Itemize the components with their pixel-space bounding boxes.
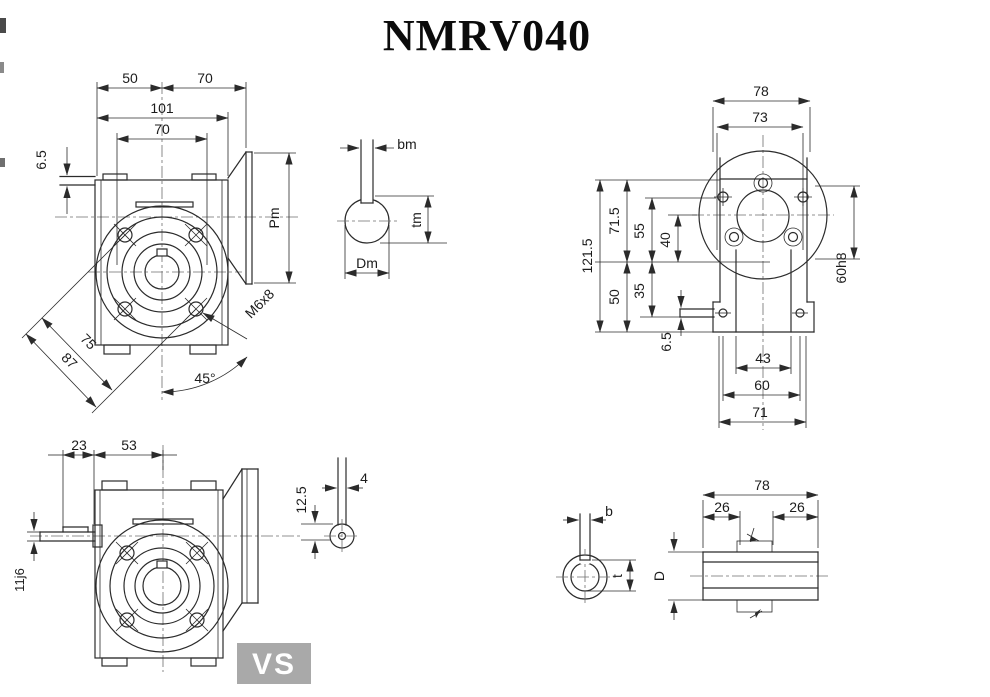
dim-side-50: 50 xyxy=(606,261,631,333)
dim-label: t xyxy=(609,574,625,578)
dim-dm: Dm xyxy=(344,225,390,279)
dim-side-35: 35 xyxy=(631,261,656,318)
vs-version-badge: VS xyxy=(237,643,311,684)
dim-label: 43 xyxy=(755,350,771,366)
dim-label: 73 xyxy=(752,109,768,125)
scan-artifacts xyxy=(0,18,6,167)
dim-label: 35 xyxy=(631,283,647,299)
dim-front-70-flange: 70 xyxy=(161,70,247,148)
dim-bore-b: b xyxy=(563,503,613,524)
dim-shaft-78: 78 xyxy=(702,477,819,548)
dim-label: 26 xyxy=(789,499,805,515)
dim-tm: tm xyxy=(375,195,447,244)
dim-label: 78 xyxy=(754,477,770,493)
dim-label: 55 xyxy=(631,223,647,239)
dim-label: 50 xyxy=(606,289,622,305)
dim-label: M6x8 xyxy=(242,286,278,322)
dim-vs-11j6: 11j6 xyxy=(12,512,42,592)
dim-label: Pm xyxy=(266,208,282,229)
dim-label: 71 xyxy=(752,404,768,420)
view-hollow-bore-section: b t xyxy=(556,503,636,606)
drawing-title: NMRV040 xyxy=(383,11,591,60)
dim-input-4: 4 xyxy=(322,470,368,492)
dim-vs-23-53: 23 53 xyxy=(48,437,177,530)
dim-label: 70 xyxy=(197,70,213,86)
dim-front-70-bolts: 70 xyxy=(116,121,208,265)
dim-shaft-26-left: 26 xyxy=(702,499,741,545)
dim-label: 101 xyxy=(150,100,174,116)
dim-side-78: 78 xyxy=(712,83,811,152)
view-input-shaft-section: 4 12.5 xyxy=(293,457,368,559)
dim-front-101: 101 xyxy=(96,100,229,176)
dim-shaft-D: D xyxy=(651,532,703,620)
dim-side-60h8: 60h8 xyxy=(815,185,860,284)
dim-label: 12.5 xyxy=(293,486,309,513)
dim-label: 60h8 xyxy=(833,252,849,283)
dim-label: 70 xyxy=(154,121,170,137)
dim-label: 53 xyxy=(121,437,137,453)
dim-front-pm: Pm xyxy=(254,152,296,284)
dim-label: 45° xyxy=(194,370,215,386)
dim-side-71-5: 71.5 xyxy=(606,179,631,263)
view-hollow-shaft-longitudinal: 78 26 26 D xyxy=(651,477,830,620)
dim-side-55: 55 xyxy=(631,197,656,263)
dim-label: bm xyxy=(397,136,416,152)
dim-label: 78 xyxy=(753,83,769,99)
dim-label: Dm xyxy=(356,255,378,271)
dim-label: 26 xyxy=(714,499,730,515)
dim-label: 87 xyxy=(58,349,80,371)
view-front-output: 50 70 101 70 6.5 Pm xyxy=(21,70,300,414)
dim-label: 121.5 xyxy=(579,238,595,273)
view-motor-shaft-section: bm tm Dm xyxy=(337,136,447,279)
dim-bore-t: t xyxy=(587,559,636,592)
dim-side-60: 60 xyxy=(722,336,801,401)
dim-input-12-5: 12.5 xyxy=(293,486,333,559)
dim-side-71: 71 xyxy=(718,336,807,428)
dim-side-121-5: 121.5 xyxy=(579,179,604,333)
view-vs-side: 23 53 11j6 VS xyxy=(12,437,311,684)
dim-label: 23 xyxy=(71,437,87,453)
vs-badge-background xyxy=(237,643,311,684)
dim-side-73: 73 xyxy=(716,109,804,250)
dim-label: 6.5 xyxy=(658,332,674,352)
dim-bm: bm xyxy=(340,136,417,152)
dim-front-diagonals: 75 87 xyxy=(21,234,197,414)
dim-label: 71.5 xyxy=(606,207,622,234)
dim-side-43: 43 xyxy=(735,336,792,374)
vs-badge-label: VS xyxy=(252,648,296,681)
dim-label: 50 xyxy=(122,70,138,86)
dim-label: 60 xyxy=(754,377,770,393)
dim-side-40: 40 xyxy=(657,214,682,263)
view-side: 78 73 60h8 121.5 71.5 50 55 xyxy=(579,83,860,430)
dim-label: tm xyxy=(408,212,424,228)
dim-side-6-5: 6.5 xyxy=(658,290,685,352)
dim-label: b xyxy=(605,503,613,519)
dim-front-6-5: 6.5 xyxy=(33,147,71,214)
dim-label: 11j6 xyxy=(12,568,27,592)
dim-label: D xyxy=(651,571,667,581)
dim-front-45deg: 45° xyxy=(161,356,248,396)
dim-front-50: 50 xyxy=(96,70,163,176)
dim-label: 4 xyxy=(360,470,368,486)
dim-label: 6.5 xyxy=(33,150,49,170)
dim-shaft-26-right: 26 xyxy=(772,499,819,545)
dim-label: 40 xyxy=(657,232,673,248)
dim-label: 75 xyxy=(77,330,99,352)
